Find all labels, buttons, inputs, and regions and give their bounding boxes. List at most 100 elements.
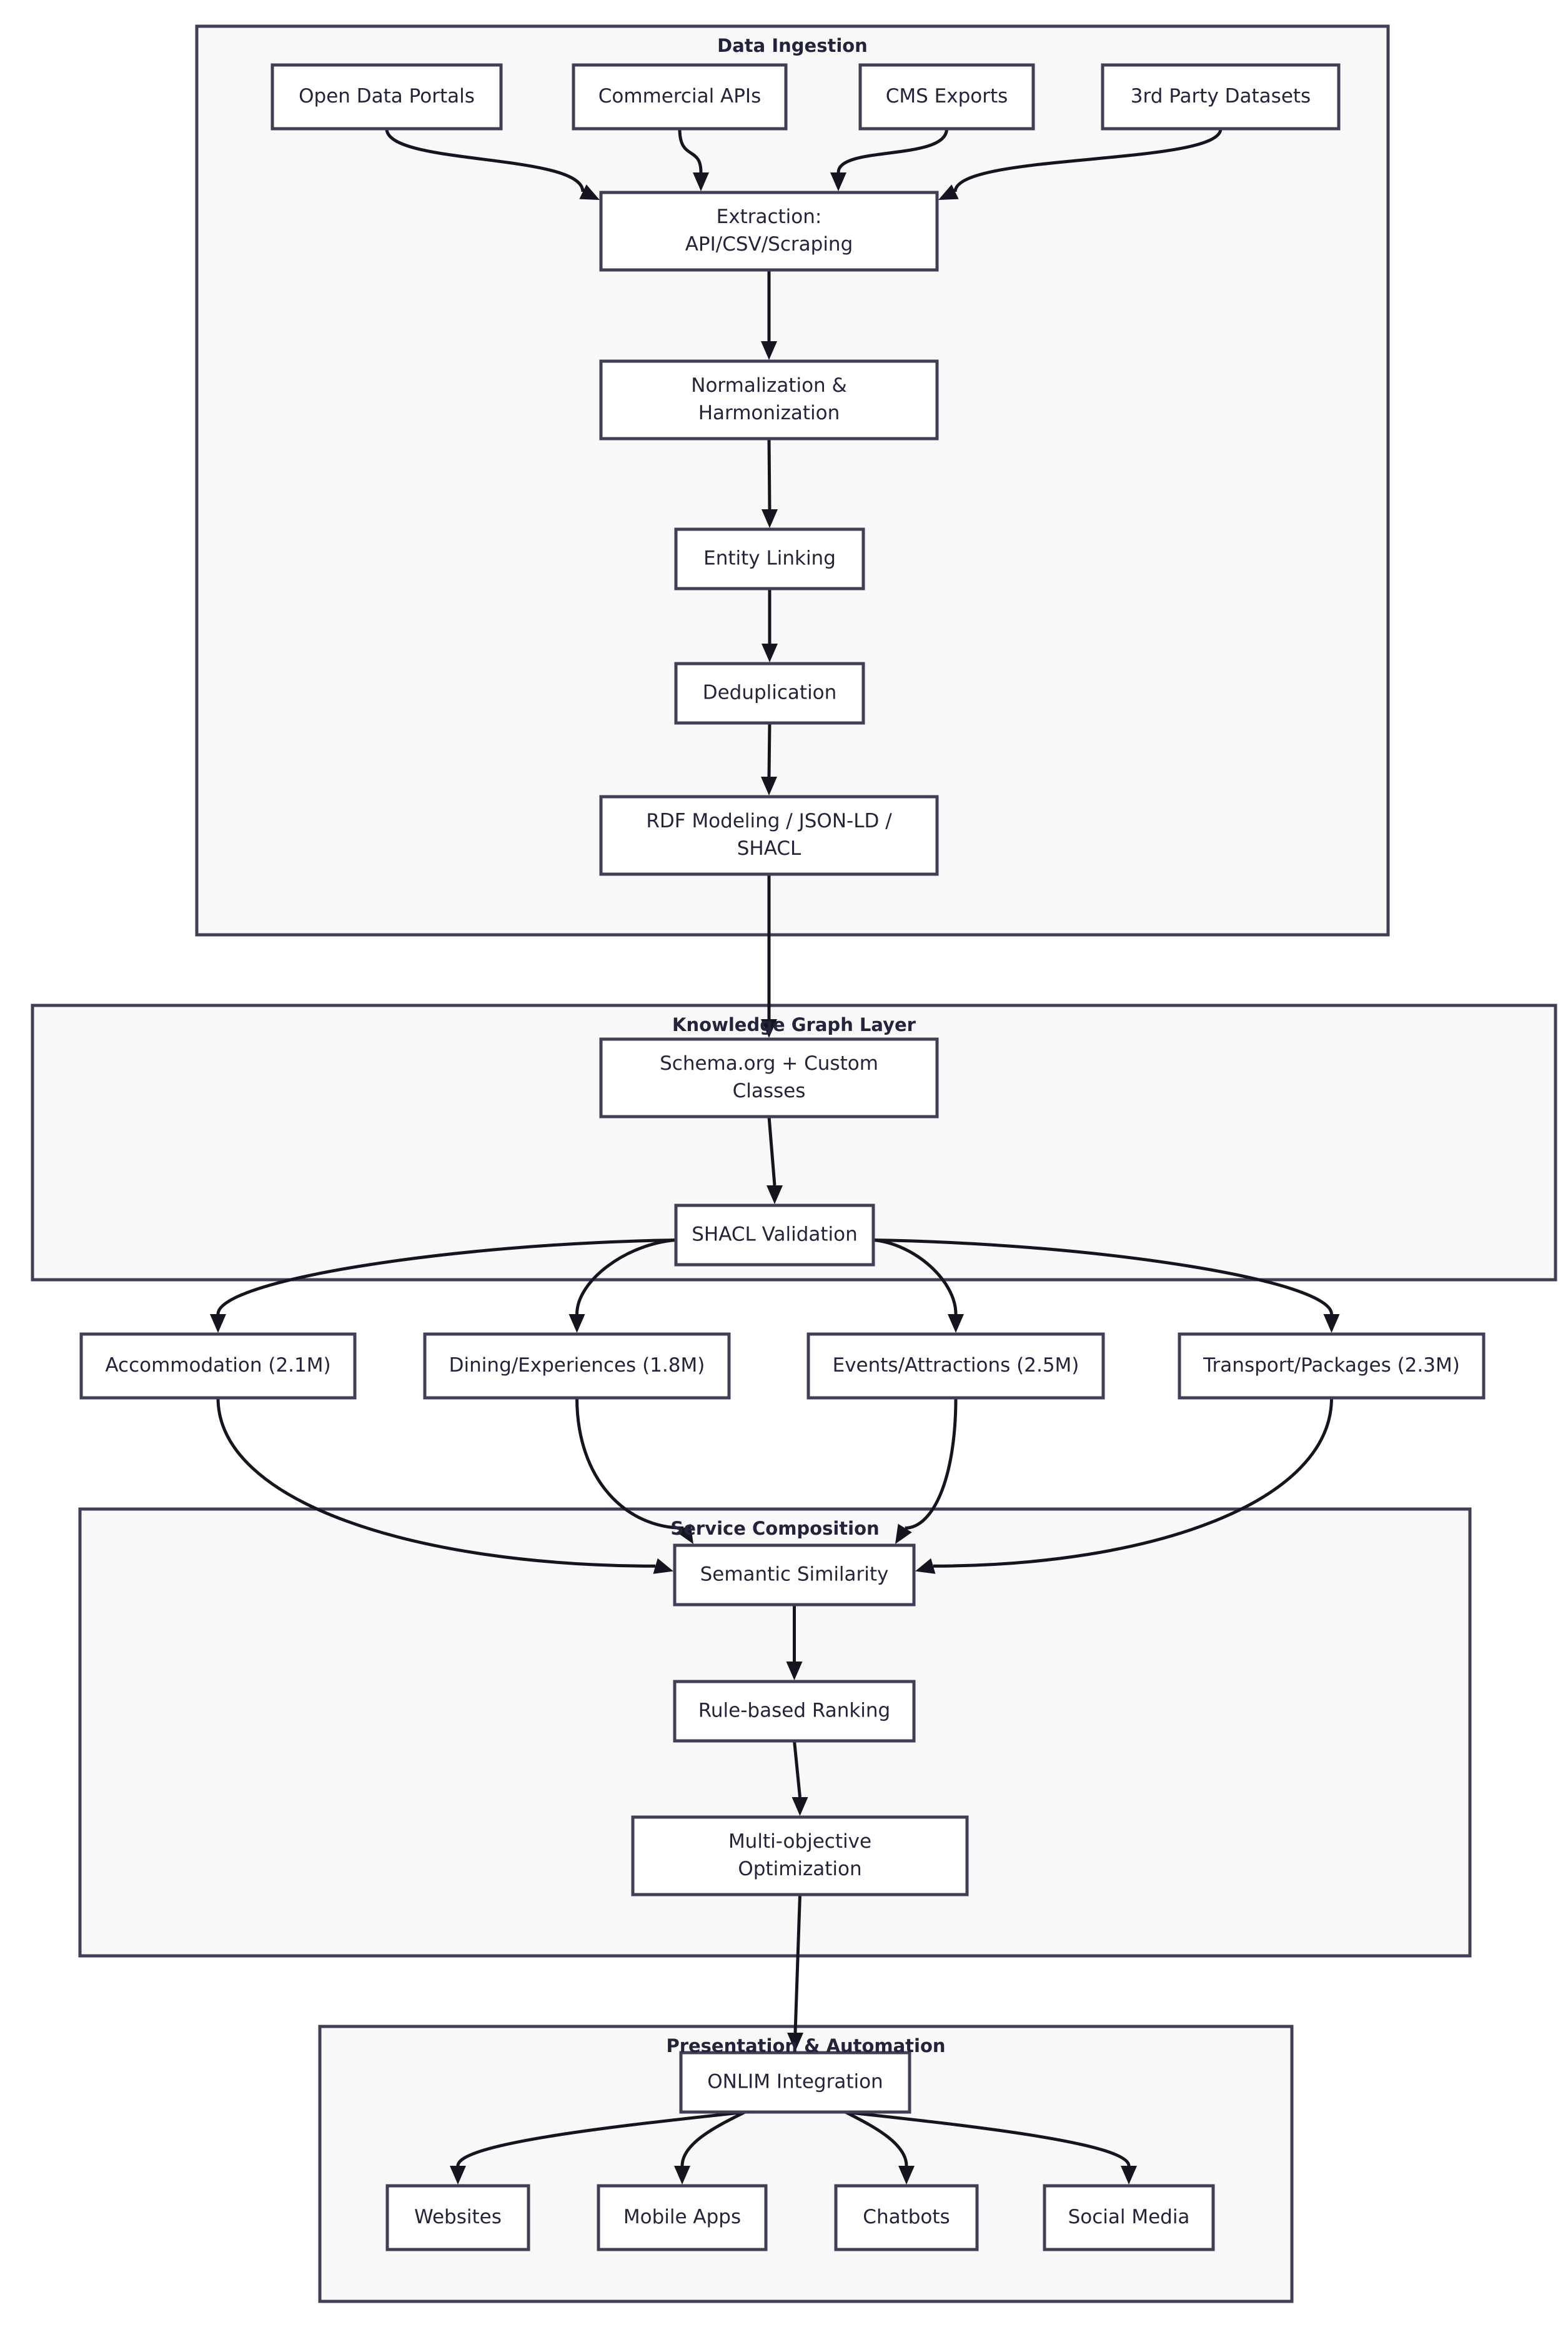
node-label-mobile-apps: Mobile Apps [623,2206,741,2228]
node-box-third-party-datasets[interactable] [1101,63,1341,131]
edge-layer [210,128,1340,2185]
node-open-data-portals[interactable]: Open Data Portals [270,63,503,131]
cluster-box-data-ingestion [195,24,1390,937]
node-box-rule-based-ranking[interactable] [673,1680,916,1743]
edge-extraction-to-normalization-arrowhead [761,341,777,360]
edge-onlim-integration-to-social-media-arrowhead [1121,2166,1137,2185]
edge-rule-based-ranking-to-multi-objective-line [793,1740,801,1798]
node-box-accommodation[interactable] [79,1332,357,1400]
edge-onlim-integration-to-mobile-apps-arrowhead [674,2166,690,2185]
node-rule-based-ranking[interactable]: Rule-based Ranking [673,1680,916,1743]
edge-rule-based-ranking-to-multi-objective-arrowhead [791,1797,808,1816]
node-box-social-media[interactable] [1043,2184,1215,2251]
node-box-onlim-integration[interactable] [679,2051,911,2114]
node-box-shacl-validation[interactable] [674,1203,875,1267]
node-commercial-apis[interactable]: Commercial APIs [572,63,788,131]
node-label-commercial-apis: Commercial APIs [598,85,761,107]
node-transport-packages[interactable]: Transport/Packages (2.3M) [1178,1332,1486,1400]
edge-extraction-to-normalization [761,270,777,360]
cluster-data-ingestion [195,24,1390,937]
edge-multi-objective-to-onlim-integration-line [793,1894,801,2033]
edge-open-data-portals-to-extraction-arrowhead [579,184,600,200]
node-extraction[interactable]: Extraction:API/CSV/Scraping [599,191,939,272]
node-box-schema-org[interactable] [599,1037,939,1119]
node-label-deduplication: Deduplication [703,681,837,704]
node-normalization[interactable]: Normalization &Harmonization [599,359,939,441]
edge-accommodation-to-semantic-similarity-arrowhead [653,1558,673,1574]
node-box-chatbots[interactable] [834,2184,979,2251]
node-label-open-data-portals: Open Data Portals [299,85,475,107]
node-box-normalization[interactable] [599,359,939,441]
edge-deduplication-to-rdf-modeling-line [767,722,772,777]
node-box-transport-packages[interactable] [1178,1332,1486,1400]
edge-schema-org-to-shacl-validation [767,1116,783,1204]
node-box-commercial-apis[interactable] [572,63,788,131]
node-label-chatbots: Chatbots [863,2206,950,2228]
edge-dining-experiences-to-semantic-similarity-arrowhead [677,1523,693,1544]
node-box-dining-experiences[interactable] [423,1332,731,1400]
edge-onlim-integration-to-chatbots-arrowhead [898,2166,915,2185]
node-social-media[interactable]: Social Media [1043,2184,1215,2251]
node-box-mobile-apps[interactable] [597,2184,768,2251]
edge-shacl-validation-to-dining-experiences [568,1238,677,1333]
node-box-rdf-modeling[interactable] [599,795,939,876]
node-mobile-apps[interactable]: Mobile Apps [597,2184,768,2251]
node-box-cms-exports[interactable] [858,63,1035,131]
node-deduplication[interactable]: Deduplication [674,662,865,725]
node-label-transport-packages: Transport/Packages (2.3M) [1203,1354,1460,1377]
node-third-party-datasets[interactable]: 3rd Party Datasets [1101,63,1341,131]
edge-shacl-validation-to-dining-experiences-line [575,1238,677,1315]
node-events-attractions[interactable]: Events/Attractions (2.5M) [806,1332,1105,1400]
edge-normalization-to-entity-linking-arrowhead [762,509,778,528]
cluster-label-service-composition: Service Composition [670,1518,879,1539]
node-entity-linking[interactable]: Entity Linking [674,527,865,590]
edge-rdf-modeling-to-schema-org [761,874,777,1038]
node-label-social-media: Social Media [1068,2206,1190,2228]
node-box-websites[interactable] [385,2184,530,2251]
node-cms-exports[interactable]: CMS Exports [858,63,1035,131]
node-box-multi-objective[interactable] [631,1815,969,1896]
edge-normalization-to-entity-linking-line [767,438,772,510]
cluster-label-knowledge-graph-layer: Knowledge Graph Layer [672,1014,916,1035]
node-rdf-modeling[interactable]: RDF Modeling / JSON-LD /SHACL [599,795,939,876]
edge-third-party-datasets-to-extraction-line [953,128,1223,192]
node-accommodation[interactable]: Accommodation (2.1M) [79,1332,357,1400]
node-box-entity-linking[interactable] [674,527,865,590]
edge-onlim-integration-to-websites [450,2110,745,2185]
node-layer: Open Data Portals Commercial APIs CMS Expo… [79,63,1486,2251]
node-label-websites: Websites [414,2206,502,2228]
node-box-deduplication[interactable] [674,662,865,725]
node-label-semantic-similarity: Semantic Similarity [700,1563,889,1585]
edge-dining-experiences-to-semantic-similarity [575,1397,693,1544]
node-box-semantic-similarity[interactable] [673,1543,916,1607]
node-box-open-data-portals[interactable] [270,63,503,131]
node-box-events-attractions[interactable] [806,1332,1105,1400]
node-websites[interactable]: Websites [385,2184,530,2251]
node-dining-experiences[interactable]: Dining/Experiences (1.8M) [423,1332,731,1400]
node-label-accommodation: Accommodation (2.1M) [105,1354,330,1377]
edge-commercial-apis-to-extraction-arrowhead [693,172,709,191]
node-label-third-party-datasets: 3rd Party Datasets [1131,85,1311,107]
edge-commercial-apis-to-extraction [678,128,709,191]
edge-accommodation-to-semantic-similarity-line [216,1397,656,1568]
edge-multi-objective-to-onlim-integration [787,1894,803,2051]
edge-shacl-validation-to-accommodation-arrowhead [210,1314,226,1333]
node-label-shacl-validation: SHACL Validation [692,1223,858,1245]
edge-events-attractions-to-semantic-similarity-arrowhead [895,1523,912,1544]
node-semantic-similarity[interactable]: Semantic Similarity [673,1543,916,1607]
edge-cms-exports-to-extraction-arrowhead [830,172,846,191]
edge-shacl-validation-to-accommodation-line [216,1238,677,1315]
edge-entity-linking-to-deduplication [762,589,778,662]
node-box-extraction[interactable] [599,191,939,272]
edge-shacl-validation-to-events-attractions [873,1238,964,1333]
node-chatbots[interactable]: Chatbots [834,2184,979,2251]
node-onlim-integration[interactable]: ONLIM Integration [679,2051,911,2114]
edge-cms-exports-to-extraction-line [836,128,948,173]
node-shacl-validation[interactable]: SHACL Validation [674,1203,875,1267]
edge-shacl-validation-to-accommodation [210,1238,677,1333]
